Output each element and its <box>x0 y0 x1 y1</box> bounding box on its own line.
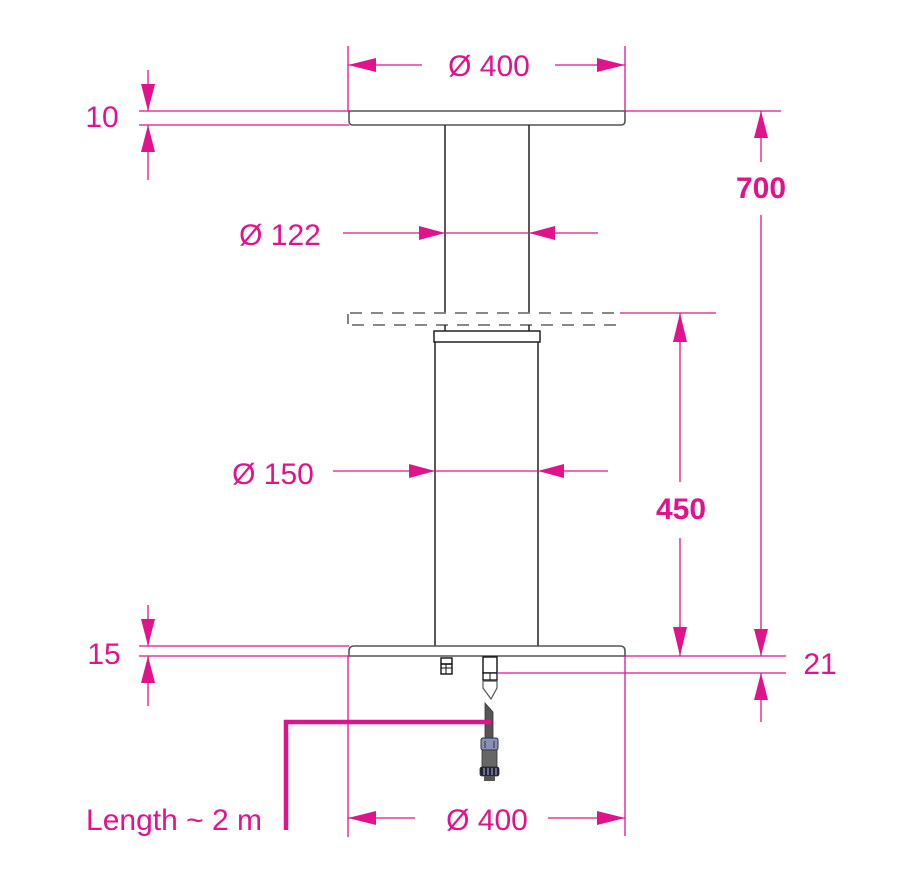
base-plate-thickness-label: 15 <box>87 638 120 671</box>
cable-length-label: Length ~ 2 m <box>86 804 262 837</box>
dim-total-height: 700 <box>625 110 786 656</box>
top-plate-diameter-label: Ø 400 <box>448 50 530 83</box>
lower-tube-diameter-label: Ø 150 <box>232 458 314 491</box>
dim-lower-tube-height: 450 <box>620 312 716 656</box>
upper-tube <box>444 125 530 313</box>
base-connector-offset-label: 21 <box>803 648 836 681</box>
base-plate <box>348 645 626 657</box>
lower-tube <box>433 325 541 646</box>
cable-gland-small <box>440 657 453 675</box>
dim-upper-tube-diameter: Ø 122 <box>239 219 598 252</box>
dim-top-plate-diameter: Ø 400 <box>347 46 626 111</box>
dim-base-plate-diameter: Ø 400 <box>347 656 626 837</box>
total-height-label: 700 <box>736 172 786 205</box>
dim-base-plate-thickness: 15 <box>87 605 349 706</box>
cable-length-leader: Length ~ 2 m <box>86 719 491 837</box>
dim-base-connector-offset: 21 <box>497 648 837 722</box>
connector-plug <box>479 701 500 781</box>
top-plate <box>348 110 626 126</box>
dim-lower-tube-diameter: Ø 150 <box>232 458 608 491</box>
cable-gland-large <box>482 656 498 701</box>
dim-top-plate-thickness: 10 <box>85 70 349 180</box>
lower-tube-height-label: 450 <box>656 493 706 526</box>
top-plate-thickness-label: 10 <box>85 101 118 134</box>
lowered-plate-outline <box>347 312 620 326</box>
upper-tube-diameter-label: Ø 122 <box>239 219 321 252</box>
base-plate-diameter-label: Ø 400 <box>446 804 528 837</box>
